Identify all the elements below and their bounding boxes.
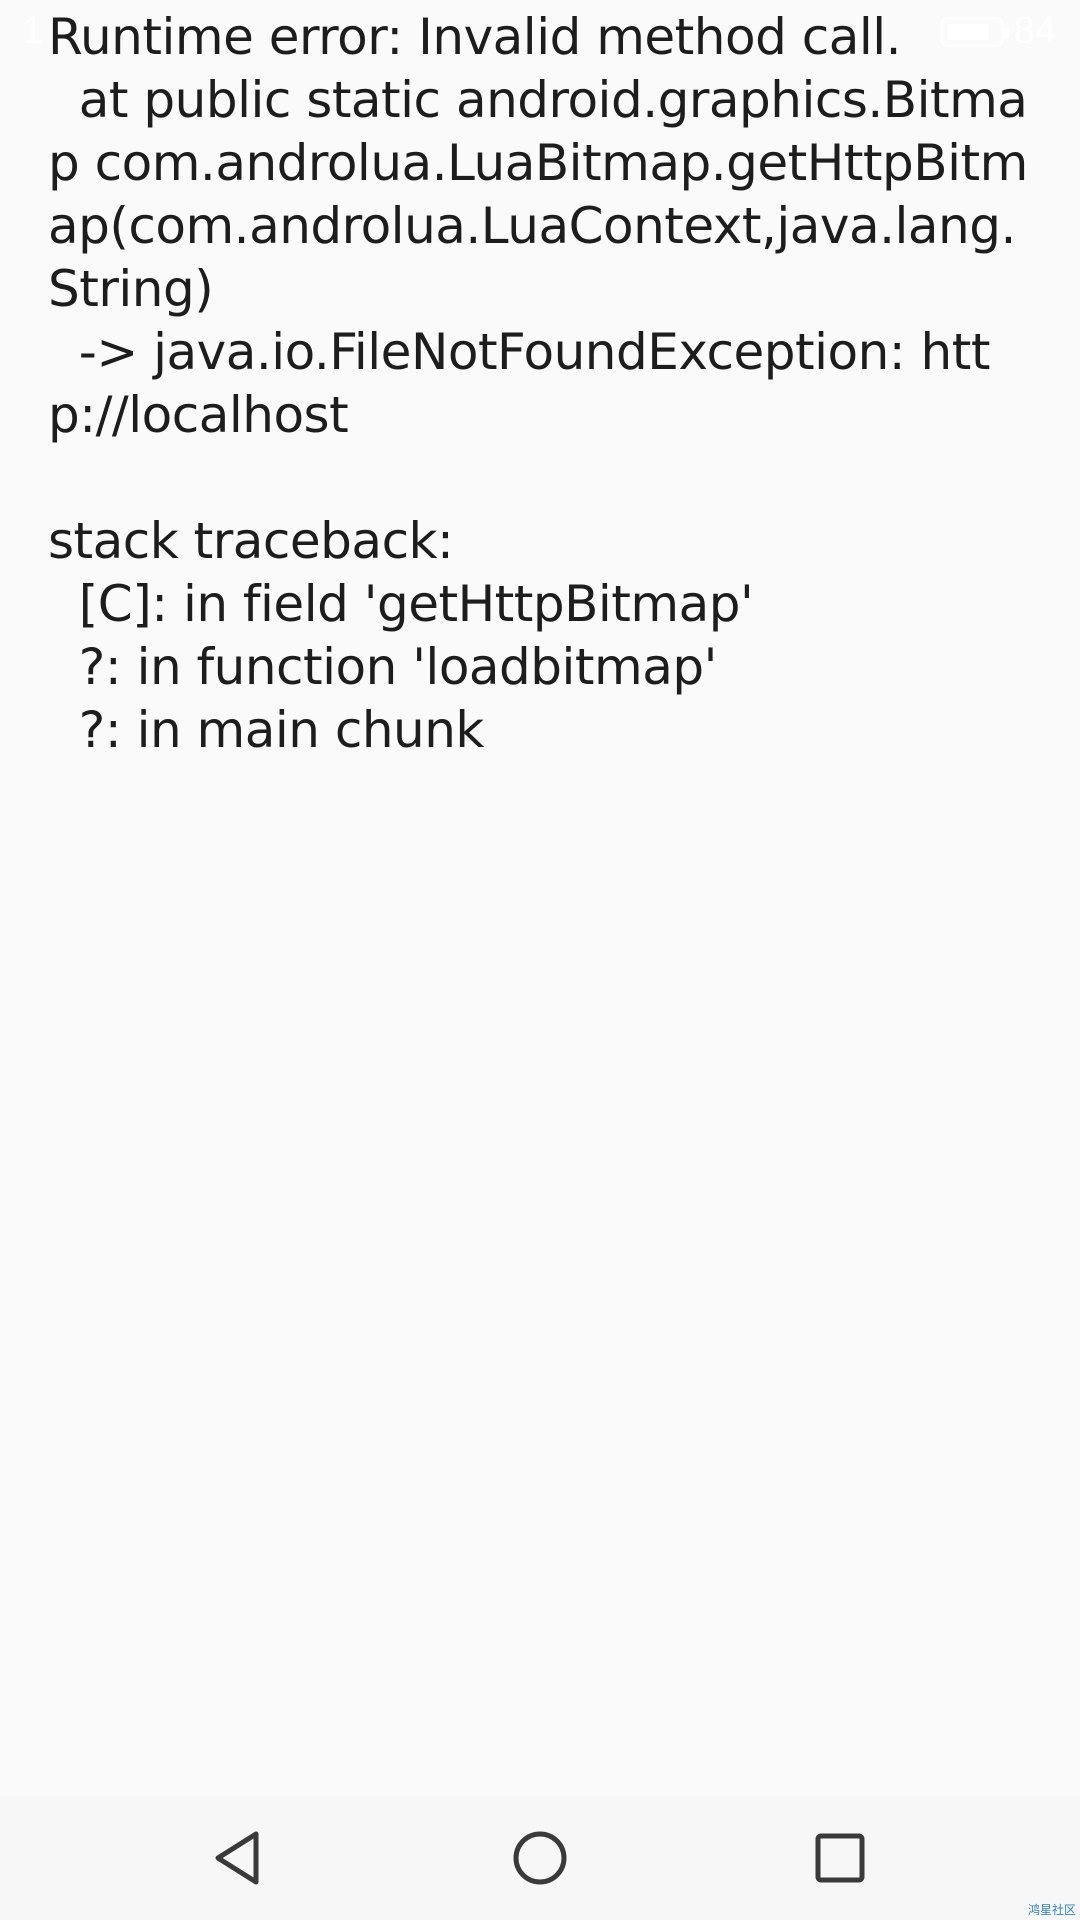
recents-button[interactable] xyxy=(798,1816,882,1900)
battery-tip xyxy=(1003,27,1009,38)
status-time: 1 xyxy=(22,10,44,52)
navigation-bar xyxy=(0,1796,1080,1920)
battery-level-text: 84 xyxy=(1013,10,1056,52)
back-triangle-icon xyxy=(215,1831,259,1885)
watermark-label: 鸿星社区 xyxy=(1027,1903,1076,1917)
battery-icon xyxy=(939,16,1009,47)
battery-indicator: 84 xyxy=(939,10,1056,53)
home-button[interactable] xyxy=(498,1816,582,1900)
back-button[interactable] xyxy=(198,1816,282,1900)
runtime-error-message: Runtime error: Invalid method call. at p… xyxy=(48,8,1028,759)
battery-fill xyxy=(946,23,989,40)
status-bar: 1 84 xyxy=(0,0,1080,64)
recents-square-icon xyxy=(815,1833,865,1883)
home-circle-icon xyxy=(513,1831,567,1885)
